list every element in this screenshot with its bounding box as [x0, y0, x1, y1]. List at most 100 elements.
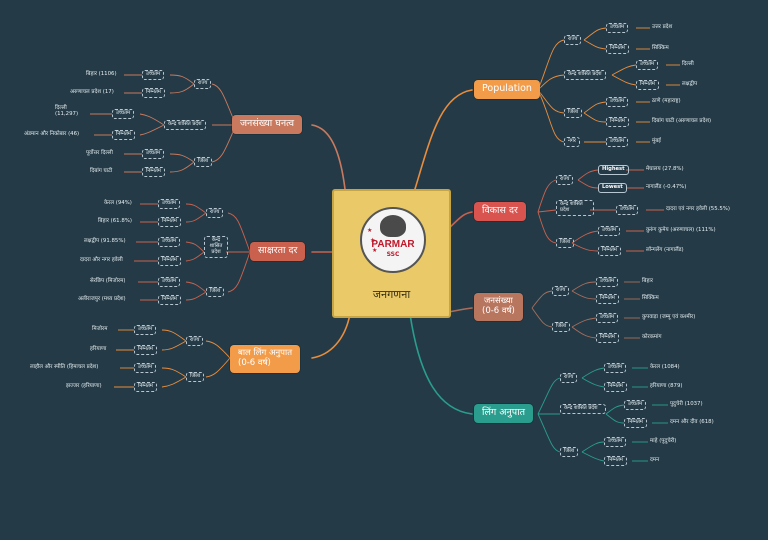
sk-n1[interactable]: निम्नतम — [158, 217, 181, 227]
bl-n1[interactable]: निम्नतम — [134, 345, 157, 355]
gh-u2[interactable]: उच्चतम — [112, 109, 135, 119]
js-u1[interactable]: उच्चतम — [596, 277, 619, 287]
vikas-leaf: लॉन्गलेंग (नागालैंड) — [646, 247, 684, 253]
vikas-leaf: मेघालय (27.8%) — [646, 166, 684, 172]
ling-leaf: केरल (1084) — [650, 364, 680, 370]
js-leaf: बिहार — [642, 278, 653, 284]
gh-n2[interactable]: निम्नतम — [112, 130, 135, 140]
branch-ling-anupat[interactable]: लिंग अनुपात — [474, 404, 534, 423]
pop-nagar[interactable]: नगर — [564, 137, 580, 147]
vikas-rajya[interactable]: राज्य — [556, 175, 574, 185]
pop-n3[interactable]: निम्नतम — [606, 117, 629, 127]
branch-saksharta-dar[interactable]: साक्षरता दर — [250, 242, 306, 261]
js-leaf: कोरकमांग — [642, 334, 662, 340]
sk-u3[interactable]: उच्चतम — [158, 277, 181, 287]
ling-rajya[interactable]: राज्य — [560, 373, 578, 383]
ling-u3[interactable]: उच्चतम — [604, 437, 627, 447]
bl-n2[interactable]: निम्नतम — [134, 382, 157, 392]
vikas-jila[interactable]: जिला — [556, 238, 575, 248]
ling-n2[interactable]: निम्नतम — [624, 418, 647, 428]
gh-n1[interactable]: निम्नतम — [142, 88, 165, 98]
gh-rajya[interactable]: राज्य — [194, 79, 212, 89]
js-u2[interactable]: उच्चतम — [596, 313, 619, 323]
vikas-highest[interactable]: Highest — [598, 165, 629, 175]
ling-leaf: दमन — [650, 457, 660, 463]
sk-jila[interactable]: जिला — [206, 287, 225, 297]
branch-bal-ling-anupat[interactable]: बाल लिंग अनुपात (0-6 वर्ष) — [230, 345, 301, 373]
parmar-ssc-logo: ★ ★ ★ PARMAR SSC — [360, 207, 426, 273]
pop-leaf: सिक्किम — [652, 45, 669, 51]
bl-jila[interactable]: जिला — [186, 372, 205, 382]
ling-jila[interactable]: जिला — [560, 447, 579, 457]
logo-name: PARMAR — [371, 239, 415, 250]
pop-u3[interactable]: उच्चतम — [606, 97, 629, 107]
vikas-kendra[interactable]: केन्द्र शासित प्रदेश — [556, 200, 594, 216]
gh-u3[interactable]: उच्चतम — [142, 149, 165, 159]
ling-u2[interactable]: उच्चतम — [624, 400, 647, 410]
js-rajya[interactable]: राज्य — [552, 286, 570, 296]
gh-kendra[interactable]: केन्द्र शासित प्रदेश — [164, 120, 206, 130]
pop-leaf: मुंबई — [652, 138, 661, 144]
bl-u2[interactable]: उच्चतम — [134, 363, 157, 373]
pop-n2[interactable]: निम्नतम — [636, 80, 659, 90]
sk-kendra[interactable]: केन्द्र शासित प्रदेश — [204, 236, 228, 258]
connector-ghanatv — [311, 124, 346, 190]
connector-ling — [409, 313, 473, 415]
ling-n1[interactable]: निम्नतम — [604, 382, 627, 392]
vikas-lowest[interactable]: Lowest — [598, 183, 627, 193]
ling-u1[interactable]: उच्चतम — [604, 363, 627, 373]
star-icon: ★ — [370, 237, 376, 244]
gh-jila[interactable]: जिला — [194, 157, 213, 167]
ling-kendra[interactable]: केन्द्र शासित प्रदेश — [560, 404, 606, 414]
js-n2[interactable]: निम्नतम — [596, 333, 619, 343]
pop-u2[interactable]: उच्चतम — [636, 60, 659, 70]
vikas-leaf: कुरुंग कुमेय (अरुणाचल) (111%) — [646, 227, 716, 233]
bl-leaf: लाहौल और स्पीति (हिमाचल प्रदेश) — [30, 364, 99, 370]
center-title: जनगणना — [372, 288, 411, 301]
connector-balling — [311, 313, 351, 359]
gh-leaf: अंडमान और निकोबार (46) — [24, 131, 80, 137]
bl-leaf: झज्जर (हरियाणा) — [66, 383, 102, 389]
sk-u1[interactable]: उच्चतम — [158, 199, 181, 209]
js-n1[interactable]: निम्नतम — [596, 294, 619, 304]
vikas-u1[interactable]: उच्चतम — [616, 205, 639, 215]
gh-u1[interactable]: उच्चतम — [142, 70, 165, 80]
gh-leaf: दिबांग घाटी — [90, 168, 113, 174]
branch-janasankhya-0-6[interactable]: जनसंख्या (0-6 वर्ष) — [474, 293, 523, 321]
sk-u2[interactable]: उच्चतम — [158, 237, 181, 247]
sk-leaf: अलीराजपुर (मध्य प्रदेश) — [78, 296, 126, 302]
vikas-leaf: नागालैंड (-0.47%) — [646, 184, 687, 190]
bl-rajya[interactable]: राज्य — [186, 336, 204, 346]
pop-jila[interactable]: जिला — [564, 108, 583, 118]
branch-population[interactable]: Population — [474, 80, 540, 99]
vikas-n2[interactable]: निम्नतम — [598, 246, 621, 256]
sk-n2[interactable]: निम्नतम — [158, 256, 181, 266]
pop-kendra[interactable]: केन्द्र शासित प्रदेश — [564, 70, 606, 80]
pop-u4[interactable]: उच्चतम — [606, 137, 629, 147]
pop-leaf: लक्षद्वीप — [682, 81, 698, 87]
bear-head-icon — [380, 215, 406, 237]
branch-janasankhya-ghanatv[interactable]: जनसंख्या घनत्व — [232, 115, 302, 134]
pop-rajya[interactable]: राज्य — [564, 35, 582, 45]
ling-n3[interactable]: निम्नतम — [604, 456, 627, 466]
sk-leaf: लक्षद्वीप (91.85%) — [84, 238, 126, 244]
ling-leaf: पुदुचेरी (1037) — [670, 401, 703, 407]
sk-n3[interactable]: निम्नतम — [158, 295, 181, 305]
bl-u1[interactable]: उच्चतम — [134, 325, 157, 335]
branch-vikas-dar[interactable]: विकास दर — [474, 202, 526, 221]
gh-leaf: अरुणाचल प्रदेश (17) — [70, 89, 114, 95]
sk-leaf: दादरा और नगर हवेली — [80, 257, 123, 263]
center-node: ★ ★ ★ PARMAR SSC जनगणना — [332, 189, 451, 318]
js-leaf: सिक्किम — [642, 295, 659, 301]
js-jila[interactable]: जिला — [552, 322, 571, 332]
bl-leaf: मिजोरम — [92, 326, 108, 332]
logo-subtitle: SSC — [386, 251, 400, 258]
gh-leaf: बिहार (1106) — [86, 71, 117, 77]
pop-u1[interactable]: उच्चतम — [606, 23, 629, 33]
vikas-u2[interactable]: उच्चतम — [598, 226, 621, 236]
gh-n3[interactable]: निम्नतम — [142, 167, 165, 177]
pop-n1[interactable]: निम्नतम — [606, 44, 629, 54]
sk-rajya[interactable]: राज्य — [206, 208, 224, 218]
sk-leaf: केरल (94%) — [104, 200, 132, 206]
